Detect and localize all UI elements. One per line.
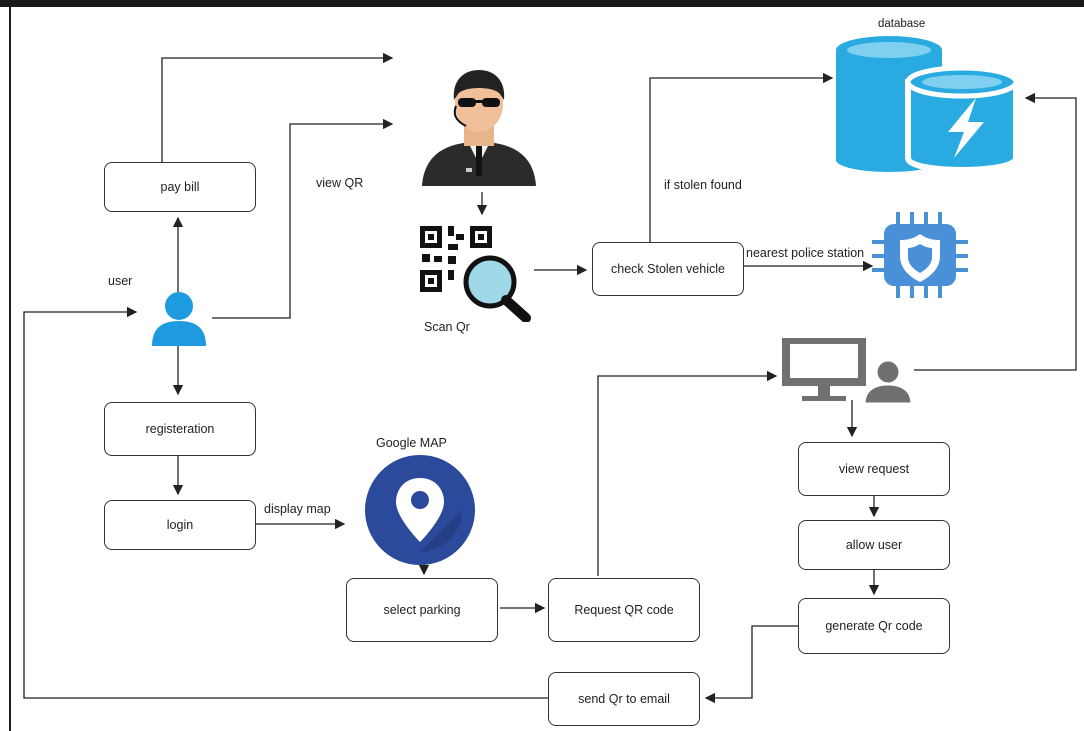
request-qr-box: Request QR code — [548, 578, 700, 642]
user-label: user — [108, 274, 133, 288]
pay-bill-box: pay bill — [104, 162, 256, 212]
if-stolen-label: if stolen found — [664, 178, 742, 192]
admin-computer-icon — [782, 338, 914, 404]
allow-user-box: allow user — [798, 520, 950, 570]
google-map-label: Google MAP — [376, 436, 447, 450]
select-parking-box: select parking — [346, 578, 498, 642]
user-icon — [152, 292, 206, 346]
send-qr-box: send Qr to email — [548, 672, 700, 726]
top-border — [0, 0, 1084, 7]
view-qr-label: view QR — [316, 176, 364, 190]
police-chip-icon — [872, 212, 968, 298]
database-label: database — [878, 18, 926, 30]
view-request-box: view request — [798, 442, 950, 496]
nearest-police-label: nearest police station — [746, 246, 865, 260]
check-stolen-box: check Stolen vehicle — [592, 242, 744, 296]
database-icon — [836, 36, 1019, 172]
login-box: login — [104, 500, 256, 550]
generate-qr-box: generate Qr code — [798, 598, 950, 654]
display-map-label: display map — [264, 502, 331, 516]
security-guard-icon — [422, 70, 536, 186]
map-pin-icon — [365, 455, 475, 565]
left-border — [9, 7, 11, 731]
qr-scan-icon — [420, 226, 531, 322]
scan-qr-label: Scan Qr — [424, 320, 470, 334]
registration-box: registeration — [104, 402, 256, 456]
